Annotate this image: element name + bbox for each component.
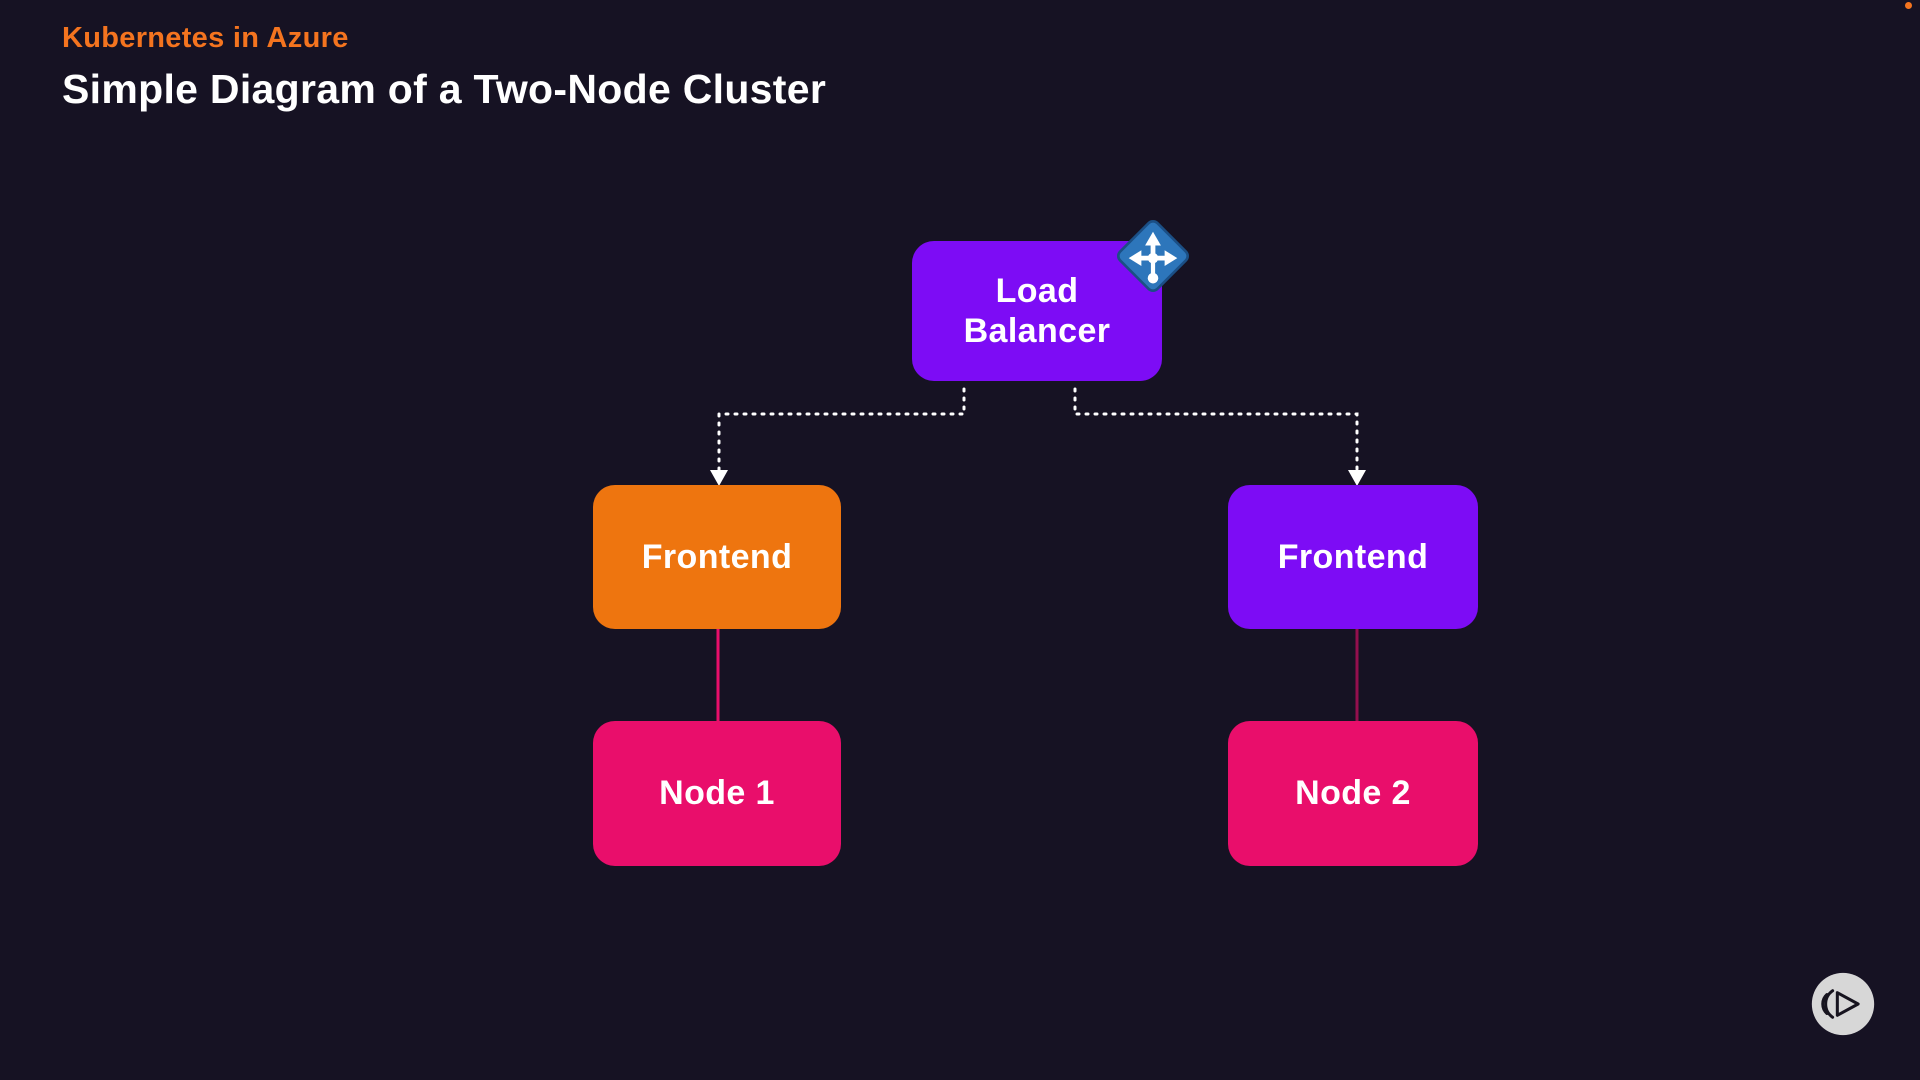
azure-load-balancer-icon <box>1116 219 1190 293</box>
node-1-label: Node 1 <box>659 774 775 813</box>
load-balancer-label: Load Balancer <box>963 271 1111 350</box>
arrowhead-frontend-left <box>710 470 728 486</box>
pluralsight-logo <box>1811 972 1875 1036</box>
node-2-label: Node 2 <box>1295 774 1411 813</box>
slide-eyebrow: Kubernetes in Azure <box>62 22 349 54</box>
arrowhead-frontend-right <box>1348 470 1366 486</box>
frontend-right-label: Frontend <box>1277 537 1429 576</box>
page-title: Simple Diagram of a Two-Node Cluster <box>62 66 827 112</box>
corner-indicator-dot <box>1905 2 1912 9</box>
frontend-left-label: Frontend <box>641 537 793 576</box>
frontend-right-box: Frontend <box>1228 485 1478 629</box>
frontend-left-box: Frontend <box>593 485 841 629</box>
load-balancer-box: Load Balancer <box>912 241 1162 381</box>
connector-lb-to-frontend-right <box>1073 387 1359 474</box>
node-2-box: Node 2 <box>1228 721 1478 866</box>
connector-lb-to-frontend-left <box>717 387 966 474</box>
node-1-box: Node 1 <box>593 721 841 866</box>
